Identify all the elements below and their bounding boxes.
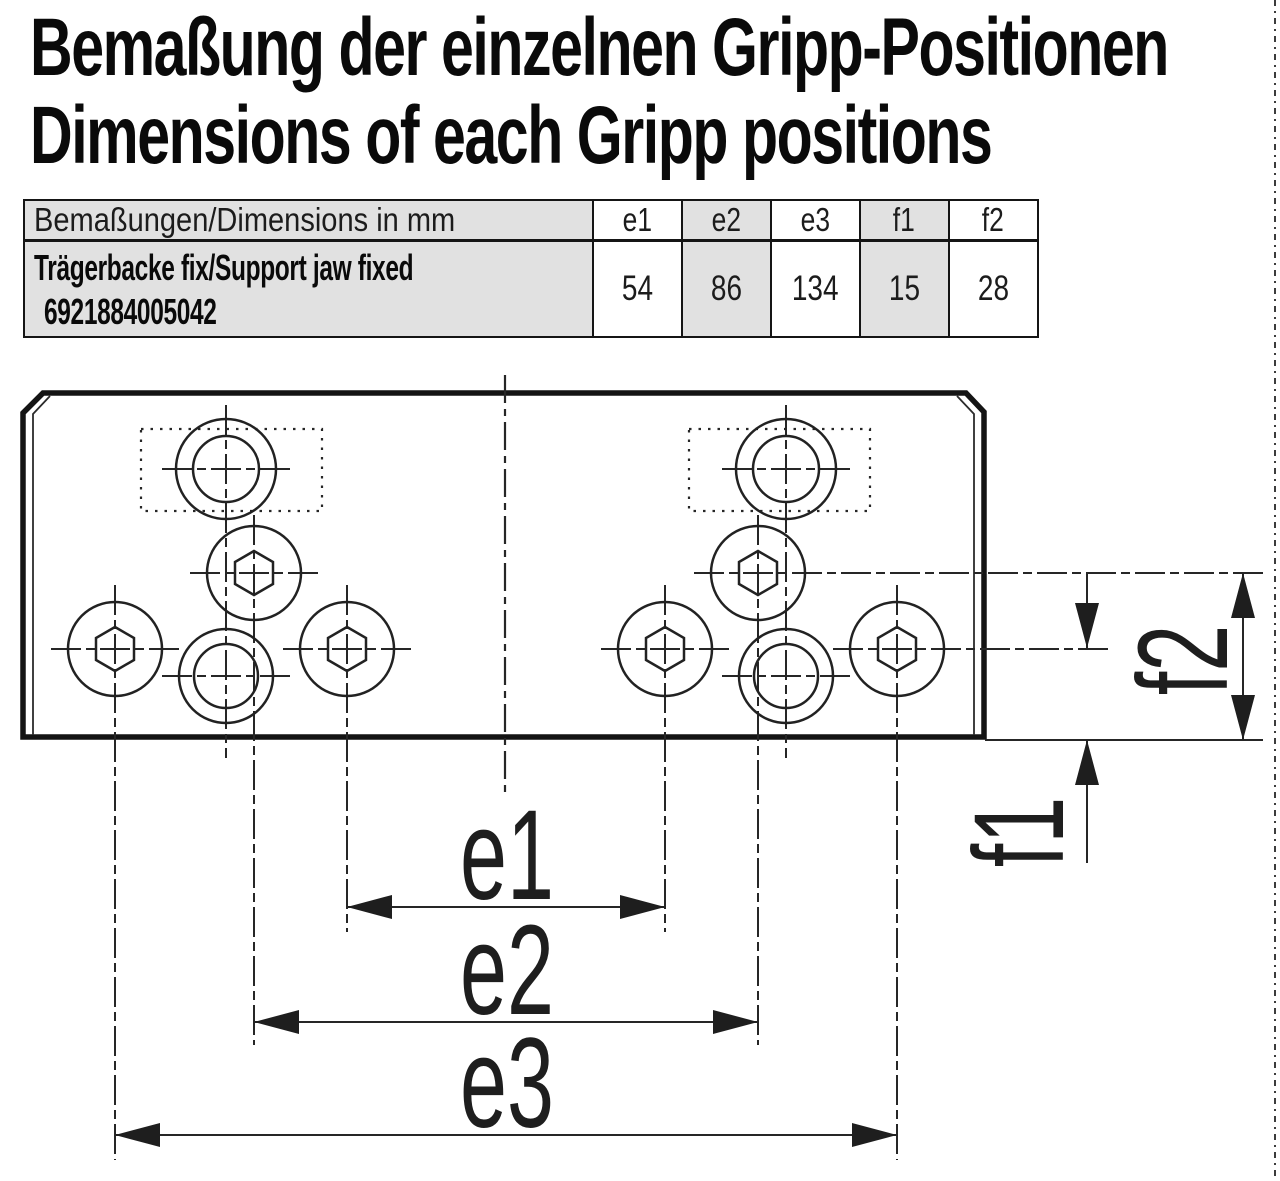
dimension-f2: f2 — [1111, 573, 1255, 740]
plate-outline — [20, 390, 987, 740]
hole-hex-bottom-right-left-group — [298, 600, 396, 698]
hole-counterbore-bottom-left-outer — [177, 627, 275, 725]
page-edge-dashed-line — [1274, 0, 1276, 1181]
gripp-position-rect-left — [139, 427, 324, 513]
hex-socket — [876, 625, 918, 673]
hole-counterbore-top-right-inner — [751, 434, 821, 504]
title-text-german: Bemaßung der einzelnen Gripp-Positionen — [30, 2, 1169, 93]
header-col-e3: e3 — [769, 199, 861, 242]
hex-socket — [737, 549, 779, 597]
dimension-label-e3: e3 — [460, 1011, 554, 1154]
holes-right-group — [616, 417, 946, 725]
hole-counterbore-top-left-outer — [174, 417, 278, 521]
hole-hex-bottom-left — [66, 600, 164, 698]
header-col-e1: e1 — [591, 199, 683, 242]
dimension-label-f1: f1 — [947, 797, 1090, 867]
value-e1: 54 — [591, 239, 683, 338]
table-header-row: Bemaßungen/Dimensions in mm e1 e2 e3 f1 … — [23, 199, 1039, 242]
hole-counterbore-bottom-right-inner — [752, 642, 820, 710]
hole-counterbore-bottom-right-outer — [737, 627, 835, 725]
hole-counterbore-top-right-outer — [734, 417, 838, 521]
row-label-name: Trägerbacke fix/Support jaw fixed — [34, 247, 414, 288]
hole-counterbore-top-left-inner — [191, 434, 261, 504]
hex-socket — [94, 625, 136, 673]
hole-hex-bottom-left-right-group — [616, 600, 714, 698]
value-f2: 28 — [947, 239, 1039, 338]
header-label-cell: Bemaßungen/Dimensions in mm — [23, 199, 594, 242]
header-col-e2: e2 — [680, 199, 772, 242]
row-label-number: 6921884005042 — [44, 291, 217, 332]
value-e2: 86 — [680, 239, 772, 338]
dimensions-table: Bemaßungen/Dimensions in mm e1 e2 e3 f1 … — [23, 199, 1039, 338]
hex-socket — [644, 625, 686, 673]
holes-left-group — [66, 417, 396, 725]
plate-chamfer-edges — [32, 395, 975, 735]
dimension-e1: e1 — [347, 783, 665, 926]
title-text-english: Dimensions of each Gripp positions — [30, 90, 993, 181]
title-line-english: Dimensions of each Gripp positions — [30, 92, 1280, 180]
hole-hex-bottom-right — [848, 600, 946, 698]
page-title: Bemaßung der einzelnen Gripp-Positionen … — [30, 4, 1280, 180]
hole-counterbore-bottom-left-inner — [192, 642, 260, 710]
header-col-f2: f2 — [947, 199, 1039, 242]
dimension-f1: f1 — [947, 574, 1099, 867]
row-label-cell: Trägerbacke fix/Support jaw fixed 692188… — [23, 239, 594, 338]
value-f1: 15 — [858, 239, 950, 338]
dimension-label-e2: e2 — [460, 898, 554, 1041]
dimension-label-e1: e1 — [460, 783, 554, 926]
table-data-row: Trägerbacke fix/Support jaw fixed 692188… — [23, 239, 1039, 338]
hex-socket — [233, 549, 275, 597]
dimension-e3: e3 — [115, 1011, 897, 1154]
dimension-label-f2: f2 — [1111, 625, 1254, 695]
title-line-german: Bemaßung der einzelnen Gripp-Positionen — [30, 4, 1280, 92]
gripp-position-rect-right — [687, 427, 872, 513]
hex-socket — [326, 625, 368, 673]
hole-hex-middle-left — [205, 524, 303, 622]
dimension-e2: e2 — [254, 898, 758, 1041]
value-e3: 134 — [769, 239, 861, 338]
header-col-f1: f1 — [858, 199, 950, 242]
center-lines — [51, 405, 1263, 1160]
technical-drawing: e1 e2 e3 f2 f1 — [20, 375, 1263, 1160]
hole-hex-middle-right — [709, 524, 807, 622]
header-label: Bemaßungen/Dimensions in mm — [34, 201, 456, 238]
